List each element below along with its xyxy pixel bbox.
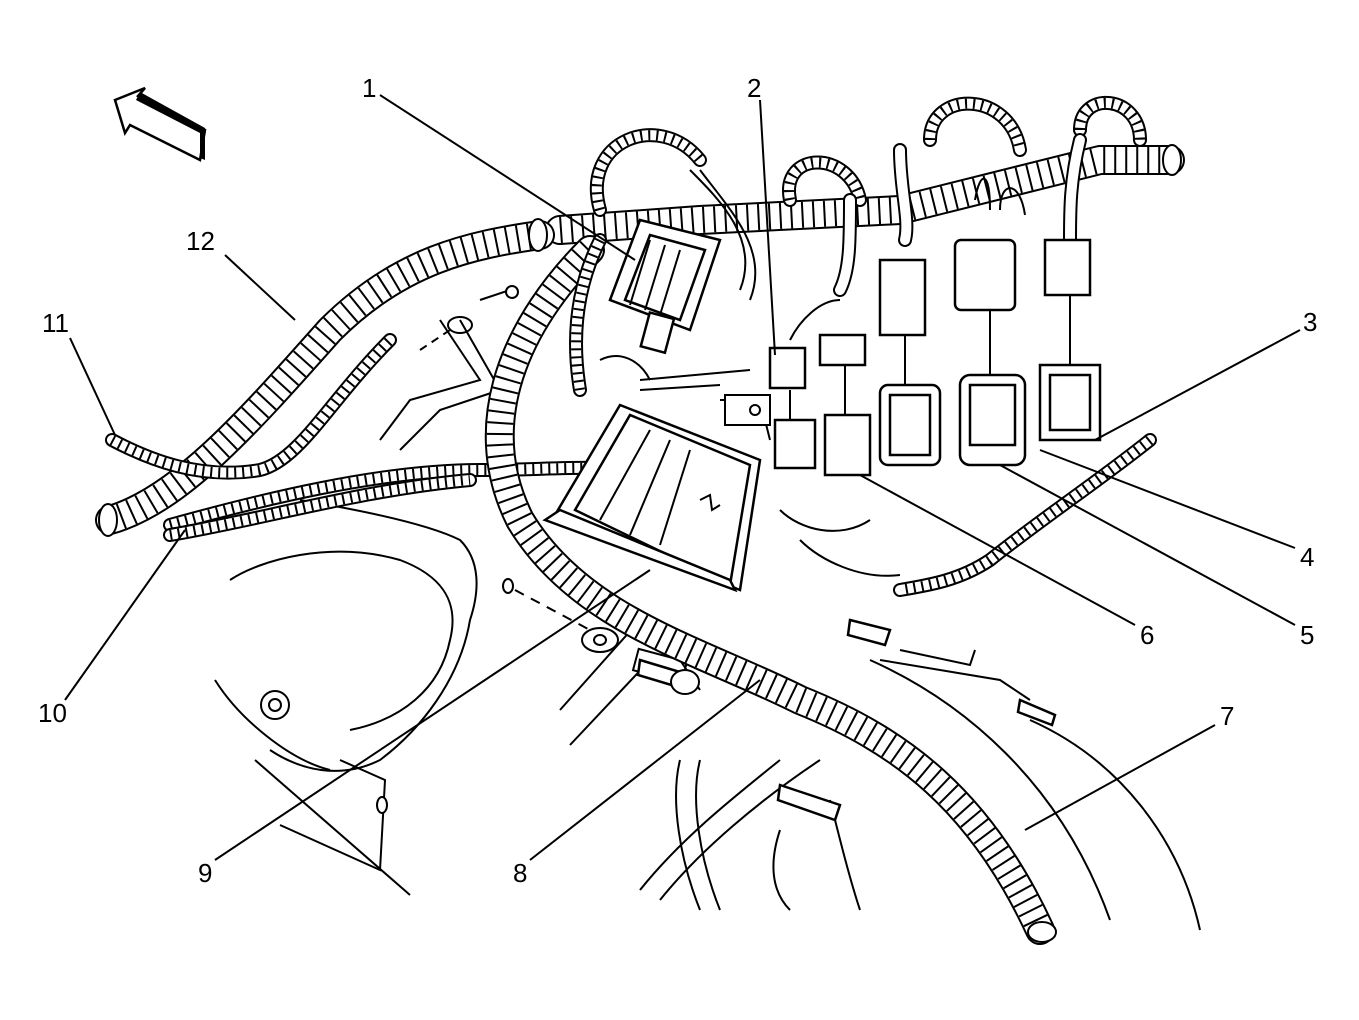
connector-4 — [1038, 238, 1102, 442]
callout-2: 2 — [747, 73, 761, 103]
connector-6 — [878, 258, 942, 467]
module-box — [542, 403, 762, 593]
callout-4: 4 — [1300, 542, 1314, 572]
connector-1 — [608, 218, 722, 355]
callout-7: 7 — [1220, 701, 1234, 731]
callout-10: 10 — [38, 698, 67, 728]
callout-11: 11 — [42, 308, 69, 338]
main-harness — [95, 218, 555, 537]
callout-5: 5 — [1300, 620, 1314, 650]
leader-lines — [64, 94, 1301, 861]
connector-2 — [768, 333, 872, 477]
upper-harness — [545, 144, 1185, 245]
callout-6: 6 — [1140, 620, 1154, 650]
callout-9: 9 — [198, 858, 212, 888]
callout-12: 12 — [186, 226, 215, 256]
callout-1: 1 — [362, 73, 376, 103]
signal-wires — [689, 169, 1026, 577]
connector-5 — [953, 238, 1027, 467]
right-harness — [893, 433, 1157, 597]
callout-8: 8 — [513, 858, 527, 888]
callout-3: 3 — [1303, 307, 1317, 337]
branch-harness-11 — [105, 333, 397, 480]
lower-harness — [484, 235, 1057, 945]
harness-loops — [590, 95, 1147, 297]
front-direction-arrow-icon — [113, 86, 207, 162]
ground-studs — [636, 618, 1057, 822]
connector-pins — [844, 295, 1071, 415]
braided-wire — [569, 233, 607, 397]
callout-labels: 1 2 3 4 5 6 7 8 9 10 11 12 — [38, 73, 1317, 888]
